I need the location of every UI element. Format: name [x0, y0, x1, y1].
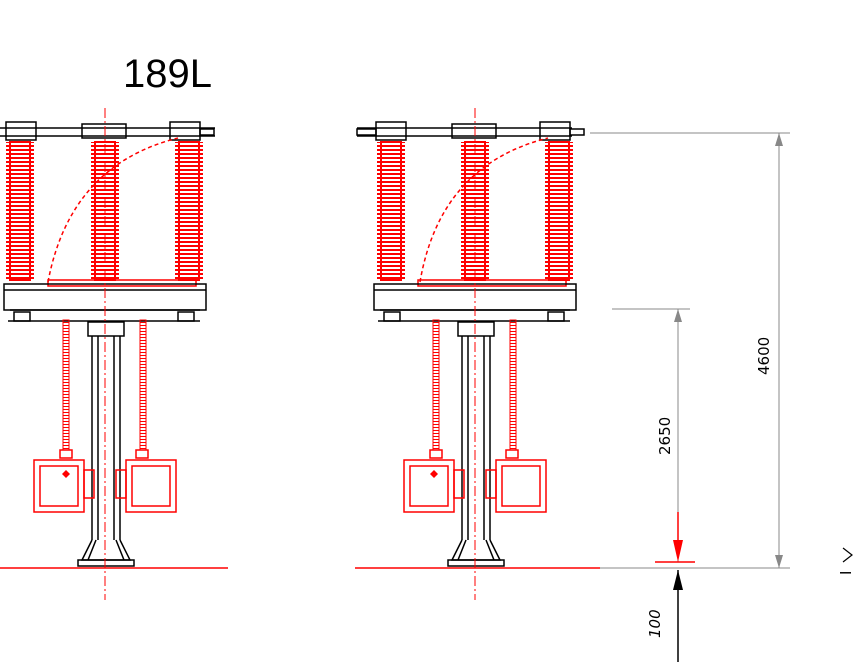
- column-foot: [447, 539, 505, 567]
- mechanism-indicator-diamond: [430, 470, 438, 478]
- top-busbar: [356, 121, 585, 141]
- mechanism-box-left: [403, 449, 465, 513]
- mechanism-indicator-diamond: [62, 470, 70, 478]
- operating-rod-right: [509, 319, 517, 451]
- operating-rail: [417, 279, 567, 287]
- operating-rod-left: [432, 319, 440, 451]
- switch-arm-arc: [47, 137, 179, 283]
- dimension-2650-arrow-red: [673, 540, 683, 562]
- operating-rail: [47, 279, 197, 287]
- edge-mark-label: I: [837, 571, 855, 575]
- dimension-4600: 4600: [590, 132, 790, 569]
- right-elevation-view: [355, 108, 600, 600]
- dimension-2650-label: 2650: [656, 417, 674, 455]
- dimension-100: 100: [646, 561, 695, 662]
- dimension-2650: 2650: [612, 308, 690, 562]
- dimension-4600-label: 4600: [755, 337, 773, 375]
- insulator-column-3: [175, 141, 203, 281]
- insulator-column-1: [6, 141, 34, 281]
- mechanism-box-left: [33, 449, 95, 513]
- insulator-column-3: [545, 141, 573, 281]
- insulator-column-1: [377, 141, 405, 281]
- support-column: [457, 321, 495, 540]
- dimension-100-label: 100: [646, 609, 664, 638]
- bay-label: 189L: [123, 52, 212, 96]
- mechanism-box-right: [115, 449, 177, 513]
- mechanism-box-right: [485, 449, 547, 513]
- left-elevation-view: [0, 108, 228, 600]
- top-busbar: [0, 121, 215, 141]
- operating-rod-right: [139, 319, 147, 451]
- support-column: [87, 321, 125, 540]
- edge-section-mark: I: [837, 547, 855, 575]
- operating-rod-left: [62, 319, 70, 451]
- column-foot: [77, 539, 135, 567]
